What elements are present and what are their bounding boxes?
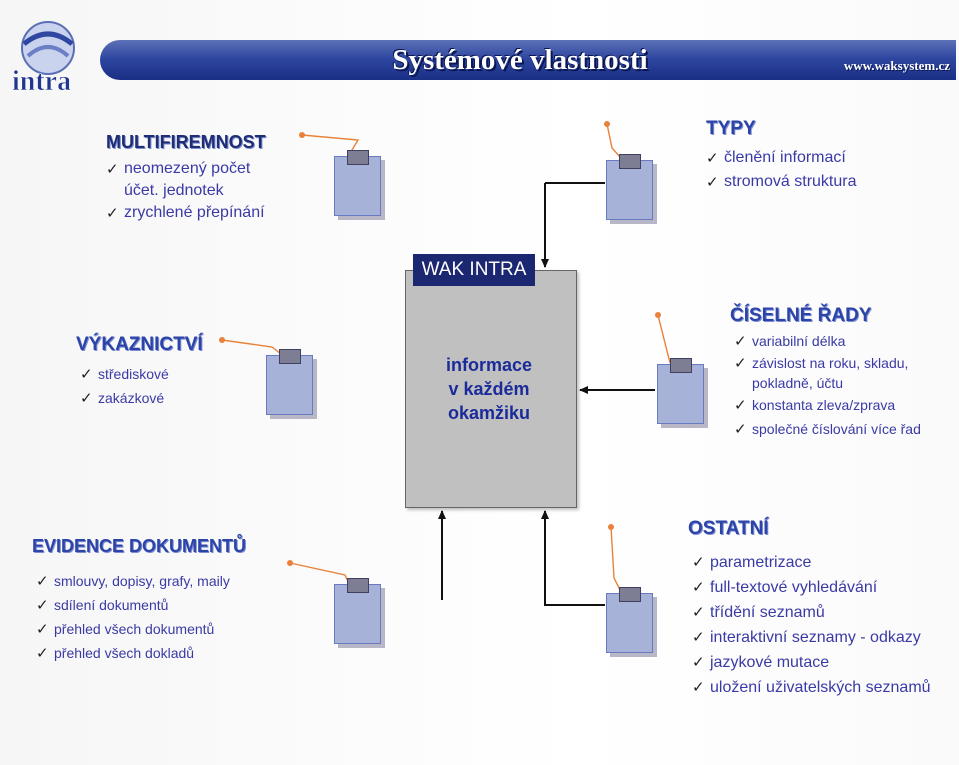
clip-icon [347, 578, 369, 593]
document-icon [266, 349, 313, 415]
check-icon: ✓ [36, 644, 49, 662]
check-icon: ✓ [106, 204, 119, 222]
list-item: ✓uložení uživatelských seznamů [692, 675, 956, 700]
module-evidence-dokumentu: EVIDENCE DOKUMENTŮ ✓smlouvy, dopisy, gra… [32, 536, 282, 665]
check-icon: ✓ [80, 389, 93, 407]
clip-icon [619, 154, 641, 169]
list-item: ✓společné číslování více řad [734, 417, 959, 441]
list-item: ✓interaktivní seznamy - odkazy [692, 625, 956, 650]
list-item: ✓full-textové vyhledávání [692, 575, 956, 600]
list-item: ✓jazykové mutace [692, 650, 956, 675]
document-icon [334, 578, 381, 644]
clip-icon [670, 358, 692, 373]
check-icon: ✓ [706, 173, 719, 191]
check-icon: ✓ [36, 572, 49, 590]
check-icon: ✓ [734, 420, 747, 438]
module-heading: VÝKAZNICTVÍ [76, 334, 203, 355]
clip-icon [619, 587, 641, 602]
item-list: ✓neomezený počet účet. jednotek ✓zrychle… [106, 157, 306, 225]
document-icon [334, 150, 381, 216]
list-item: účet. jednotek [124, 182, 224, 199]
central-line: informace [445, 355, 533, 375]
list-item: ✓smlouvy, dopisy, grafy, maily [36, 569, 282, 593]
item-list: ✓parametrizace ✓full-textové vyhledávání… [692, 550, 956, 700]
module-typy: TYPY ✓členění informací ✓stromová strukt… [706, 118, 946, 194]
title-bar [100, 40, 956, 80]
orange-connector-ostatni [610, 526, 622, 593]
item-list: ✓smlouvy, dopisy, grafy, maily ✓sdílení … [36, 569, 282, 665]
list-item: ✓přehled všech dokladů [36, 641, 282, 665]
item-list: ✓členění informací ✓stromová struktura [706, 146, 946, 194]
list-item: ✓přehled všech dokumentů [36, 617, 282, 641]
list-item: ✓zrychlené přepínání [106, 201, 306, 225]
orange-connector-evidence [289, 562, 350, 585]
list-item: ✓neomezený počet [106, 157, 306, 181]
module-heading: ČÍSELNÉ ŘADY [730, 305, 872, 326]
clip-icon [347, 150, 369, 165]
page-title: Systémové vlastnosti [392, 44, 648, 76]
list-item: ✓parametrizace [692, 550, 956, 575]
item-list: ✓variabilní délka ✓závislost na roku, sk… [734, 329, 959, 441]
connector-dot [299, 132, 305, 138]
module-ostatni: OSTATNÍ ✓parametrizace ✓full-textové vyh… [688, 518, 956, 700]
clip-icon [279, 349, 301, 364]
list-item: ✓sdílení dokumentů [36, 593, 282, 617]
document-icon [657, 358, 704, 424]
check-icon: ✓ [692, 628, 705, 646]
check-icon: ✓ [80, 365, 93, 383]
module-heading: TYPY [706, 118, 756, 139]
svg-text:intra: intra [12, 66, 71, 94]
list-item: ✓střediskové [80, 362, 236, 386]
module-vykaznictvi: VÝKAZNICTVÍ ✓střediskové ✓zakázkové [76, 334, 236, 410]
central-label: WAK INTRA [413, 254, 535, 286]
document-icon [606, 587, 653, 653]
check-icon: ✓ [734, 396, 747, 414]
arrow-from-ostatni [541, 510, 605, 606]
list-item: ✓členění informací [706, 146, 946, 170]
list-item: pokladně, účtu [752, 375, 844, 391]
module-heading: MULTIFIREMNOST [106, 132, 266, 152]
list-item: ✓konstanta zleva/zprava [734, 393, 959, 417]
check-icon: ✓ [692, 603, 705, 621]
central-line: okamžiku [447, 403, 531, 423]
connector-dot [608, 524, 614, 530]
list-item: ✓zakázkové [80, 386, 236, 410]
list-item: ✓variabilní délka [734, 329, 959, 353]
central-text: informace v každém okamžiku [414, 353, 564, 425]
connector-dot [287, 560, 293, 566]
check-icon: ✓ [692, 553, 705, 571]
central-line: v každém [448, 379, 530, 399]
list-item: ✓závislost na roku, skladu, [734, 354, 909, 372]
document-icon [606, 154, 653, 220]
orange-connector-ciselne [657, 314, 671, 364]
module-multifirmenost: MULTIFIREMNOST ✓neomezený počet účet. je… [106, 132, 306, 225]
check-icon: ✓ [36, 596, 49, 614]
module-heading: OSTATNÍ [688, 518, 769, 539]
item-list: ✓střediskové ✓zakázkové [80, 362, 236, 410]
check-icon: ✓ [734, 332, 747, 350]
list-item: ✓třídění seznamů [692, 600, 956, 625]
check-icon: ✓ [692, 578, 705, 596]
check-icon: ✓ [692, 653, 705, 671]
check-icon: ✓ [36, 620, 49, 638]
check-icon: ✓ [706, 149, 719, 167]
website-link[interactable]: www.waksystem.cz [843, 58, 950, 73]
orange-connector-vykaznictvi [221, 339, 282, 355]
connector-dot [655, 312, 661, 318]
module-heading: EVIDENCE DOKUMENTŮ [32, 536, 247, 556]
check-icon: ✓ [106, 160, 119, 178]
intra-logo: intra [12, 21, 75, 94]
orange-connector-typy [606, 123, 622, 159]
check-icon: ✓ [734, 354, 747, 372]
list-item: ✓stromová struktura [706, 170, 946, 194]
central-block [405, 270, 577, 508]
module-ciselne-rady: ČÍSELNÉ ŘADY ✓variabilní délka ✓závislos… [730, 305, 959, 441]
connector-dot [219, 337, 225, 343]
check-icon: ✓ [692, 678, 705, 696]
connector-dot [604, 121, 610, 127]
